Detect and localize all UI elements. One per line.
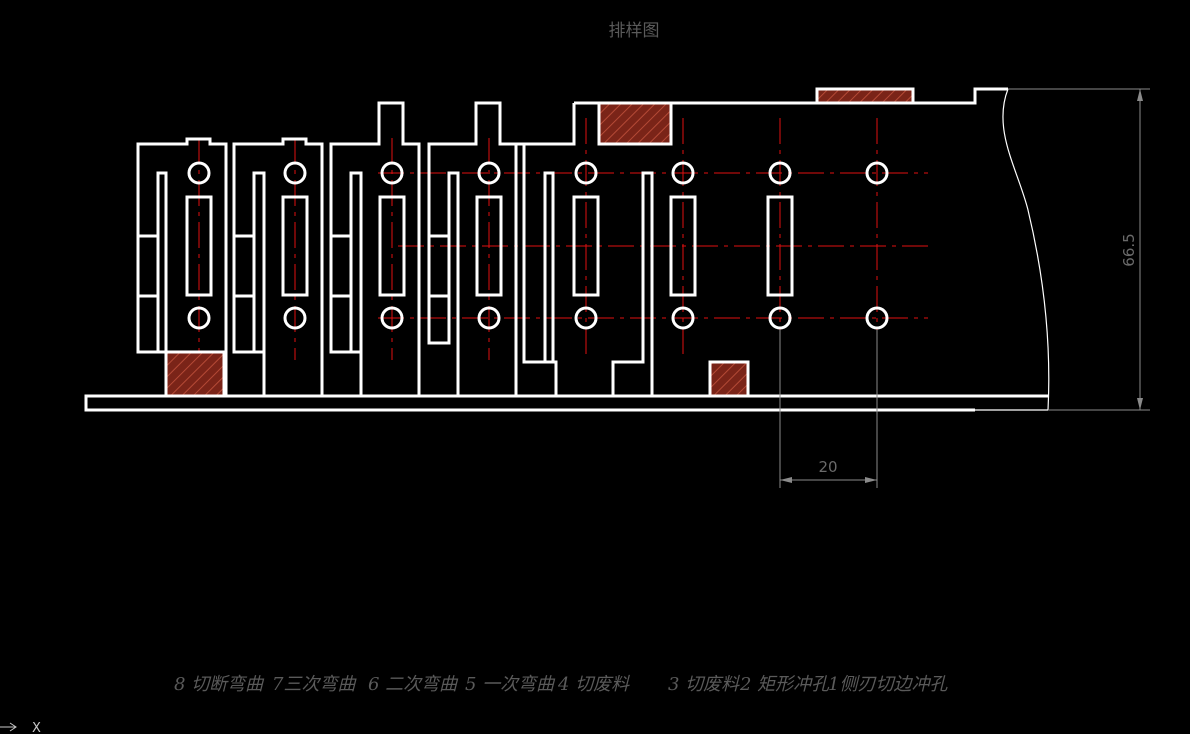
drawing-title: 排样图 — [609, 21, 660, 41]
station-label-8: 8 切断弯曲 — [174, 674, 265, 695]
station-label-3: 3 切废料 — [668, 674, 740, 695]
width-dimension-label: 66.5 — [1120, 233, 1138, 266]
hatched-scrap-areas — [164, 87, 915, 398]
pitch-dimension-label: 20 — [818, 458, 837, 476]
station-label-6: 6 二次弯曲 — [368, 674, 459, 695]
ucs-icon: X — [0, 721, 41, 734]
strip-outline — [84, 87, 1048, 412]
station-label-1: 1侧刃切边冲孔 — [828, 674, 948, 695]
station-labels: 8 切断弯曲 7三次弯曲 6 二次弯曲 5 一次弯曲 4 切废料 3 切废料 2… — [174, 674, 948, 695]
station-label-7: 7三次弯曲 — [272, 674, 357, 695]
width-dimension: 66.5 — [1008, 88, 1150, 411]
pitch-dimension: 20 — [779, 330, 878, 488]
centerlines-vertical — [198, 118, 878, 360]
ucs-x-label: X — [32, 721, 41, 734]
break-line — [1002, 88, 1050, 411]
station-label-4: 4 切废料 — [557, 674, 630, 695]
station-label-2: 2 矩形冲孔 — [739, 674, 830, 695]
rectangular-slots — [185, 195, 794, 297]
station-label-5: 5 一次弯曲 — [465, 674, 556, 695]
round-holes — [187, 161, 889, 330]
